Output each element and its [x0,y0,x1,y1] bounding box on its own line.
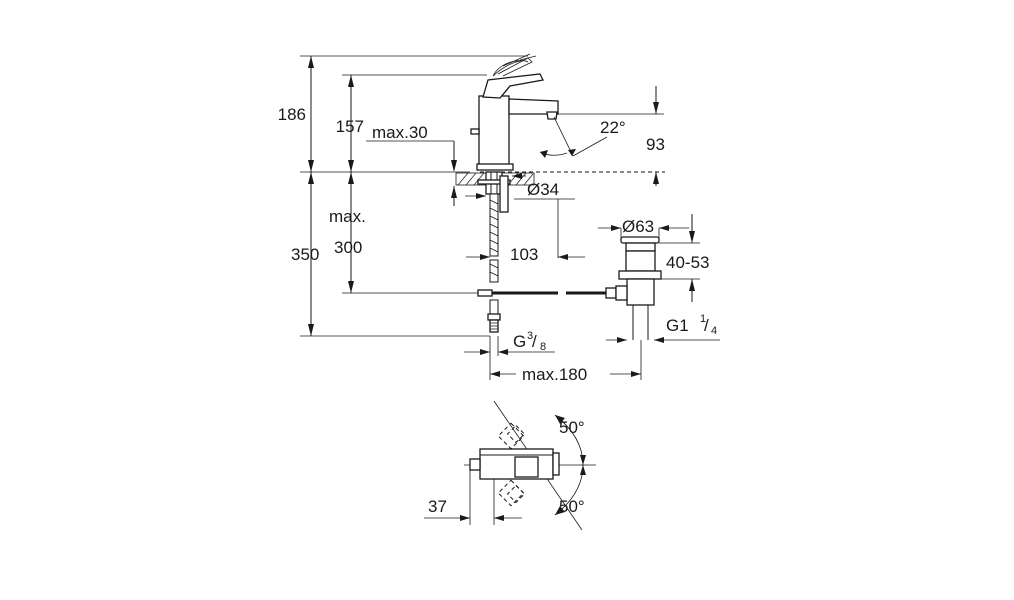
dimension-max180 [490,340,642,380]
dimension-max30 [366,140,457,206]
label-186: 186 [278,105,306,124]
label-37: 37 [428,497,447,516]
label-40-53: 40-53 [666,253,709,272]
label-g1-denominator: 4 [711,325,717,337]
side-elevation-view [300,53,720,380]
label-angle-50-bottom: 50° [559,497,585,516]
dimension-37 [424,470,522,525]
label-g1-numerator: 1 [700,313,706,325]
pop-up-waste [615,236,662,340]
angle-arcs [554,414,586,516]
label-g3-eighth: G 3 / 8 [513,330,546,353]
dimension-103 [466,199,585,260]
label-g3-denominator: 8 [540,341,546,353]
faucet-body [470,53,559,171]
dimension-chains-left [300,55,528,337]
label-157: 157 [336,117,364,136]
label-dia34: Ø34 [527,180,559,199]
dimension-dia34 [465,173,575,200]
supply-hose [487,193,501,333]
label-max180: max.180 [522,365,587,384]
label-g1-quarter: G1 1 / 4 [666,313,717,337]
label-max30: max.30 [372,123,428,142]
dimension-g3-eighth [464,336,555,380]
dimension-40-53 [659,214,700,302]
label-g3-numerator: 3 [527,330,533,342]
dimension-spout-angle [539,86,664,186]
svg-text:/: / [532,332,537,351]
shank-assembly [477,171,511,213]
label-350: 350 [291,245,319,264]
dimension-dia63 [598,225,689,240]
label-300: 300 [334,238,362,257]
label-103: 103 [510,245,538,264]
label-g3-main: G [513,332,526,351]
plan-view [424,400,596,531]
dimension-labels: 186 157 max.30 22° 93 Ø34 max. 300 350 1… [278,105,718,516]
label-93: 93 [646,135,665,154]
svg-text:/: / [704,316,709,335]
label-dia63: Ø63 [622,217,654,236]
plan-body [469,448,560,480]
label-g1-main: G1 [666,316,689,335]
drain-pull-rod [477,287,617,299]
label-angle-50-top: 50° [559,418,585,437]
dimension-g1-quarter [606,337,720,343]
label-max: max. [329,207,366,226]
label-angle-22: 22° [600,118,626,137]
